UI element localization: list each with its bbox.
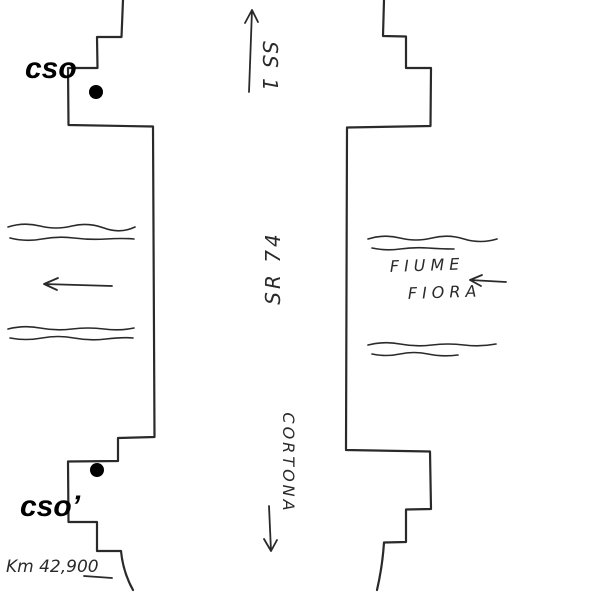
flow-arrow-right-icon: [469, 274, 507, 287]
river-line-right-top-2: [371, 246, 455, 251]
river-line-left-bottom-1: [7, 325, 135, 331]
km-leader-line: [83, 575, 113, 579]
destination-label-cortona: CORTONA: [279, 412, 298, 513]
road-edge-right: [344, 0, 433, 592]
river-line-right-top-1: [367, 235, 498, 243]
cso-label-top: cso: [25, 52, 77, 85]
route-label-ss1: SS 1: [258, 41, 282, 93]
river-label-fiume: FIUME: [389, 254, 464, 276]
river-line-right-bottom-2: [371, 351, 459, 357]
road-outline-group: [66, 0, 433, 592]
km-marker-label: Km 42,900: [6, 557, 99, 577]
marker-dots-group: [89, 85, 104, 477]
flow-arrow-left-icon: [43, 277, 113, 291]
river-line-left-bottom-2: [9, 335, 134, 341]
up-arrow-icon: [244, 9, 259, 93]
cso-marker-dot-top: [89, 85, 103, 99]
arrows-group: [43, 9, 507, 579]
river-line-left-top-1: [7, 223, 136, 232]
road-edge-left: [66, 0, 156, 592]
route-label-sr74: SR 74: [261, 231, 285, 304]
pen-labels-group: SS 1 SR 74 CORTONA FIUME FIORA Km 42,900: [6, 41, 482, 577]
river-line-right-bottom-1: [367, 341, 497, 347]
river-group: [7, 223, 498, 357]
cso-marker-dot-bottom: [90, 463, 104, 477]
cso-label-bottom: cso’: [20, 490, 81, 523]
river-label-fiora: FIORA: [407, 281, 481, 303]
river-line-left-top-2: [9, 236, 135, 242]
down-arrow-icon: [263, 505, 278, 552]
annotation-labels-group: cso cso’: [20, 52, 81, 523]
